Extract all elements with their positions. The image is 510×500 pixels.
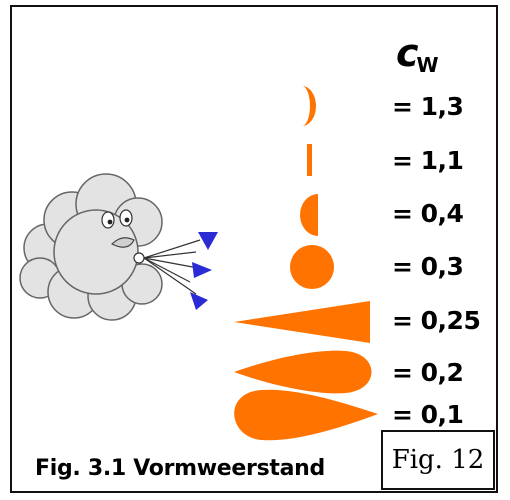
cone-shape bbox=[234, 301, 370, 343]
value-streamline-body: = 0,1 bbox=[392, 400, 464, 429]
drag-coefficient-label: cW bbox=[396, 31, 439, 75]
figure-number-box: Fig. 12 bbox=[381, 430, 495, 490]
teardrop-reversed-shape bbox=[234, 350, 372, 394]
cw-symbol: c bbox=[396, 31, 419, 75]
flat-plate-shape bbox=[307, 144, 312, 176]
figure-caption: Fig. 3.1 Vormweerstand bbox=[35, 456, 325, 481]
cw-subscript: W bbox=[416, 53, 439, 77]
half-sphere-hollow-shape bbox=[302, 86, 316, 126]
value-teardrop-reversed: = 0,2 bbox=[392, 358, 464, 387]
cloud-icon bbox=[19, 173, 163, 321]
sphere-shape bbox=[290, 245, 334, 289]
value-cone: = 0,25 bbox=[392, 306, 481, 335]
streamline-body-shape bbox=[234, 389, 378, 441]
wind-arrows-icon bbox=[143, 232, 218, 310]
value-flat-plate: = 1,1 bbox=[392, 146, 464, 175]
value-sphere: = 0,3 bbox=[392, 252, 464, 281]
half-sphere-rounded-shape bbox=[300, 194, 318, 236]
value-half-sphere-hollow: = 1,3 bbox=[392, 92, 464, 121]
value-half-sphere-rounded: = 0,4 bbox=[392, 199, 464, 228]
figure-number: Fig. 12 bbox=[391, 445, 485, 475]
